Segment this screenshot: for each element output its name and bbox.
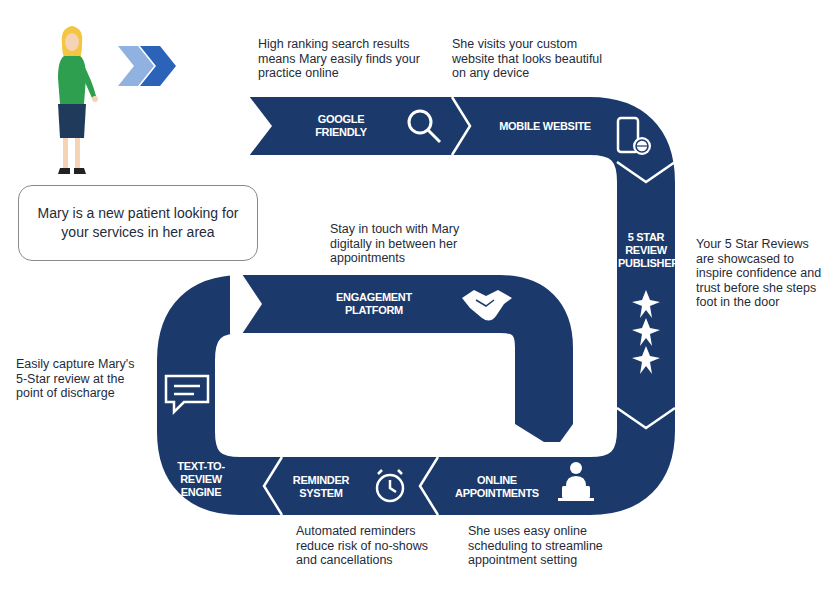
clock-icon (377, 470, 403, 501)
description-note: Your 5 Star Reviews are showcased to ins… (696, 237, 828, 310)
segment-title: ONLINE APPOINTMENTS (454, 474, 540, 500)
description-note: She uses easy online scheduling to strea… (468, 524, 624, 568)
segment-title: ENGAGEMENT PLATFORM (309, 291, 439, 317)
chevron (140, 46, 176, 86)
callout-box: Mary is a new patient looking for your s… (18, 185, 258, 261)
description-note: She visits your custom website that look… (452, 37, 604, 81)
description-note: Stay in touch with Mary digitally in bet… (330, 222, 480, 266)
band-segment: GOOGLE FRIENDLY (291, 113, 391, 139)
band-segment: MOBILE WEBSITE (495, 120, 595, 133)
description-note: High ranking search results means Mary e… (258, 37, 430, 81)
segment-title: 5 STAR REVIEW PUBLISHER (618, 231, 674, 270)
band-end (515, 416, 573, 442)
description-note: Easily capture Mary's 5-Star review at t… (16, 357, 148, 401)
separators (264, 97, 675, 515)
segment-title: GOOGLE FRIENDLY (291, 113, 391, 139)
magnifier-icon (409, 111, 440, 142)
segment-title: REMINDER SYSTEM (274, 474, 368, 500)
laptop-user-icon (558, 462, 594, 501)
callout-text: Mary is a new patient looking for your s… (33, 204, 243, 242)
mobile-icon (618, 118, 651, 155)
chat-icon (166, 376, 208, 412)
band-segment: ENGAGEMENT PLATFORM (309, 291, 439, 317)
description-note: Automated reminders reduce risk of no-sh… (296, 524, 446, 568)
band-segment: TEXT-TO-REVIEW ENGINE (170, 460, 232, 499)
stars-icon (632, 290, 660, 374)
band (186, 126, 646, 486)
band-segment: REMINDER SYSTEM (274, 474, 368, 500)
segment-title: TEXT-TO-REVIEW ENGINE (170, 460, 232, 499)
patient-figure (58, 26, 98, 174)
band-segment: ONLINE APPOINTMENTS (454, 474, 540, 500)
segment-title: MOBILE WEBSITE (495, 120, 595, 133)
band-notch (230, 274, 262, 334)
band-segment: 5 STAR REVIEW PUBLISHER (618, 231, 674, 270)
handshake-icon (462, 290, 512, 321)
band-notch (249, 96, 272, 156)
